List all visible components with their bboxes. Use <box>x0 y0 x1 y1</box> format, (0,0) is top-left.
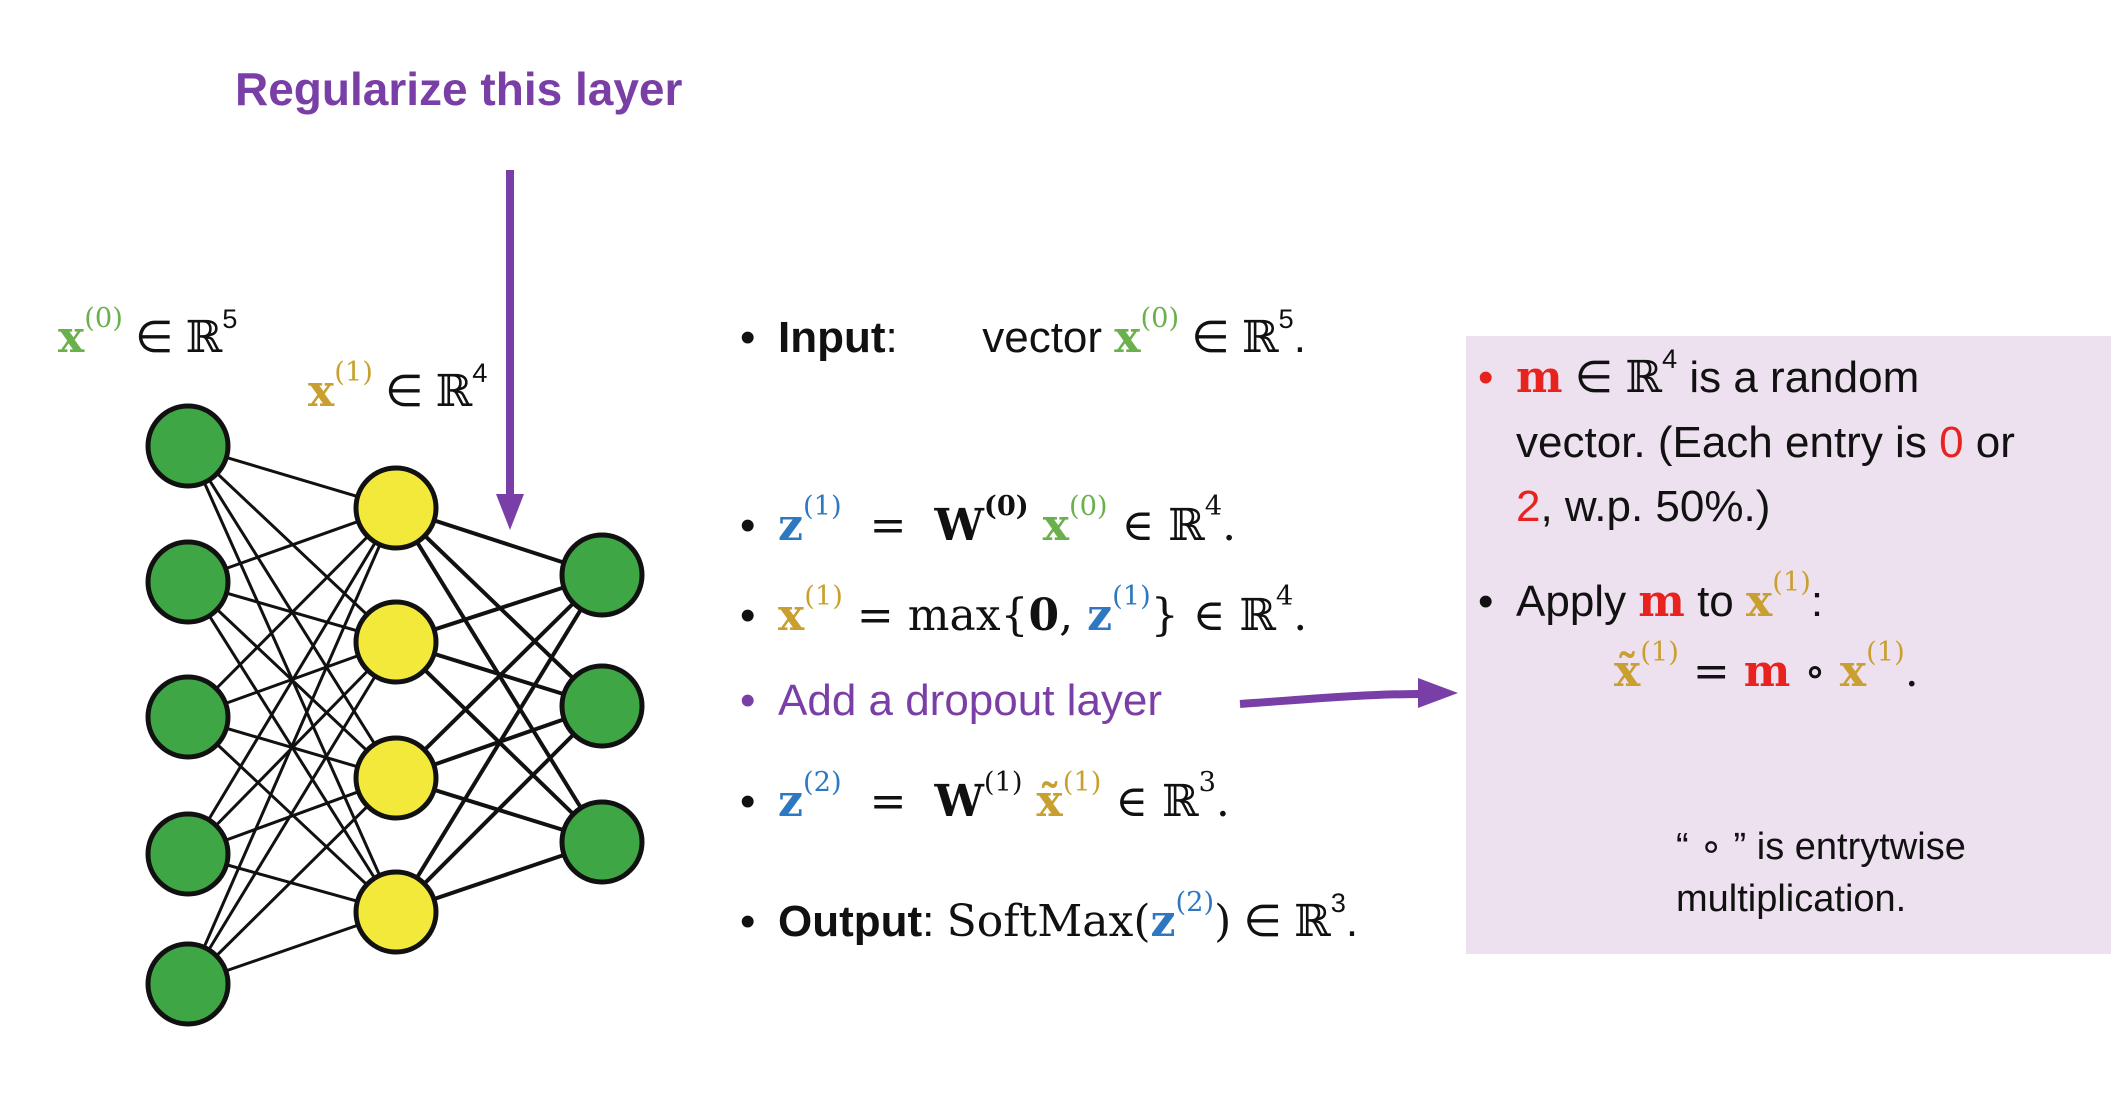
edge-1-2-0 <box>394 573 604 780</box>
neuron-layer1-0 <box>353 465 439 551</box>
dropout-note-box <box>1466 336 2111 954</box>
note-mask-line1: •m ∈ ℝ4 is a random <box>1478 343 1920 403</box>
neuron-layer0-1 <box>145 539 231 625</box>
edge-0-2-0 <box>186 506 398 719</box>
step-x1: •x(1) = max{0, z(1)} ∈ ℝ4. <box>740 581 1308 641</box>
step-output: •Output: SoftMax(z(2)) ∈ ℝ3. <box>740 887 1359 947</box>
edge-0-4-1 <box>186 641 398 985</box>
note-mask-line2: vector. (Each entry is 0 or <box>1516 418 2015 467</box>
note-apply-line: •Apply m to x(1): <box>1478 567 1824 627</box>
neuron-layer0-0 <box>145 403 231 489</box>
neuron-layer0-4 <box>145 941 231 1027</box>
note-dropout-formula: x̃(1) = m ∘ x(1). <box>1614 637 1919 697</box>
regularize-arrowhead <box>496 494 524 530</box>
edge-1-3-0 <box>394 573 604 914</box>
note-caption-line2: multiplication. <box>1676 878 1907 920</box>
note-mask-line3: 2, w.p. 50%.) <box>1516 482 1771 531</box>
dropout-arrowhead <box>1418 678 1458 708</box>
neuron-layer1-2 <box>353 735 439 821</box>
edge-0-4-2 <box>186 776 398 986</box>
edge-1-3-1 <box>394 704 604 914</box>
step-input: •Input: vector x(0) ∈ ℝ5. <box>740 303 1306 363</box>
title-regularize-layer: Regularize this layer <box>235 63 683 115</box>
hidden-layer-label: x(1) ∈ ℝ4 <box>308 357 488 417</box>
neuron-layer1-1 <box>353 599 439 685</box>
step-z2: •z(2) = W(1) x̃(1) ∈ ℝ3. <box>740 767 1230 827</box>
dropout-arrow-shaft <box>1239 690 1423 708</box>
edge-0-4-0 <box>186 507 398 985</box>
note-caption-line1: “ ∘ ” is entrytwise <box>1676 826 1966 868</box>
neuron-layer0-3 <box>145 811 231 897</box>
edge-0-3-0 <box>186 507 398 855</box>
neuron-layer1-3 <box>353 869 439 955</box>
step-z1: •z(1) = W(0) x(0) ∈ ℝ4. <box>740 490 1237 551</box>
step-dropout: •Add a dropout layer <box>740 676 1163 725</box>
neuron-layer0-2 <box>145 674 231 760</box>
neuron-layer2-1 <box>559 663 645 749</box>
neuron-layer2-0 <box>559 532 645 618</box>
neuron-layer2-2 <box>559 799 645 885</box>
input-layer-label: x(0) ∈ ℝ5 <box>58 303 238 363</box>
